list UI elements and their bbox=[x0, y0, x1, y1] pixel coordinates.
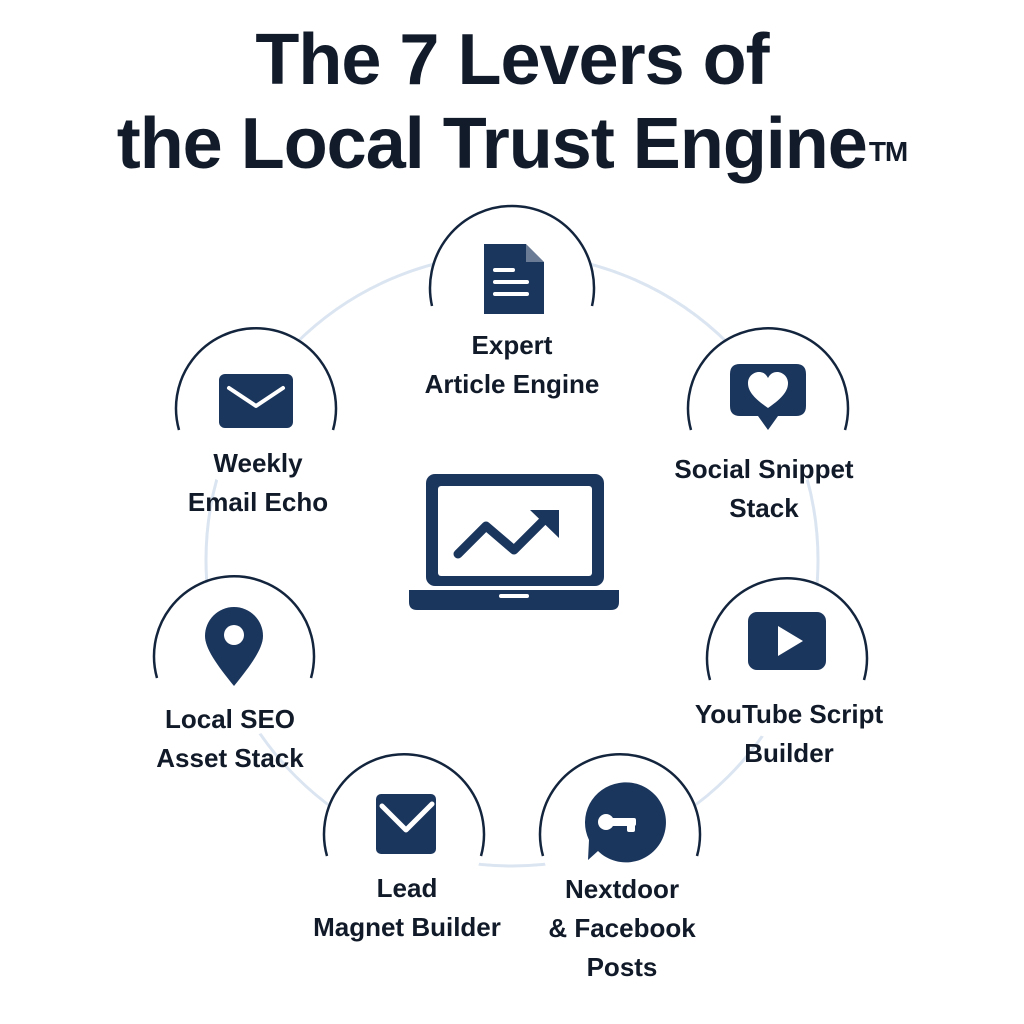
lever-label-line: Lead bbox=[376, 873, 438, 903]
lever-label-social-snippet-stack: Social Snippet Stack bbox=[634, 450, 894, 528]
lever-label-weekly-email-echo: Weekly Email Echo bbox=[128, 444, 388, 522]
lever-label-line: Posts bbox=[586, 952, 658, 982]
lever-label-line: Builder bbox=[744, 738, 834, 768]
lever-label-youtube-script-builder: YouTube Script Builder bbox=[659, 695, 919, 773]
envelope-check-icon bbox=[376, 794, 436, 854]
lever-label-line: Expert bbox=[471, 330, 553, 360]
node-arc bbox=[152, 575, 316, 679]
lever-label-nextdoor-facebook-posts: Nextdoor & Facebook Posts bbox=[492, 870, 752, 987]
envelope-icon bbox=[219, 374, 293, 428]
node-arc bbox=[705, 577, 869, 681]
title-line-2-text: the Local Trust Engine bbox=[116, 104, 868, 184]
lever-label-line: Local SEO bbox=[164, 704, 296, 734]
laptop-trending-chart-icon bbox=[409, 474, 619, 610]
diagram-title: The 7 Levers of the Local Trust EngineTM bbox=[0, 18, 1024, 186]
lever-label-line: Social Snippet bbox=[674, 454, 854, 484]
node-arc bbox=[428, 204, 596, 307]
lever-label-lead-magnet-builder: Lead Magnet Builder bbox=[277, 869, 537, 947]
lever-label-line: Email Echo bbox=[187, 487, 329, 517]
lever-label-line: YouTube Script bbox=[694, 699, 884, 729]
lever-label-line: Asset Stack bbox=[156, 743, 304, 773]
chat-bubble-icon bbox=[584, 782, 666, 863]
document-icon bbox=[484, 244, 544, 314]
title-line-1: The 7 Levers of bbox=[255, 20, 769, 100]
lever-label-line: Stack bbox=[729, 493, 799, 523]
node-arc bbox=[686, 327, 850, 431]
map-pin-icon bbox=[205, 607, 263, 686]
lever-label-line: Magnet Builder bbox=[313, 912, 501, 942]
node-arc bbox=[174, 327, 338, 431]
lever-label-line: Weekly bbox=[213, 448, 303, 478]
lever-label-line: Article Engine bbox=[424, 369, 600, 399]
lever-label-expert-article-engine: Expert Article Engine bbox=[382, 326, 642, 404]
node-arc bbox=[538, 753, 702, 857]
trademark-mark: TM bbox=[868, 136, 908, 167]
title-line-2: the Local Trust EngineTM bbox=[0, 102, 1024, 186]
play-button-icon bbox=[748, 612, 826, 670]
node-arc bbox=[322, 753, 486, 857]
lever-label-local-seo-asset-stack: Local SEO Asset Stack bbox=[100, 700, 360, 778]
lever-label-line: Nextdoor bbox=[564, 874, 680, 904]
heart-speech-bubble-icon bbox=[730, 364, 806, 430]
lever-label-line: & Facebook bbox=[548, 913, 696, 943]
